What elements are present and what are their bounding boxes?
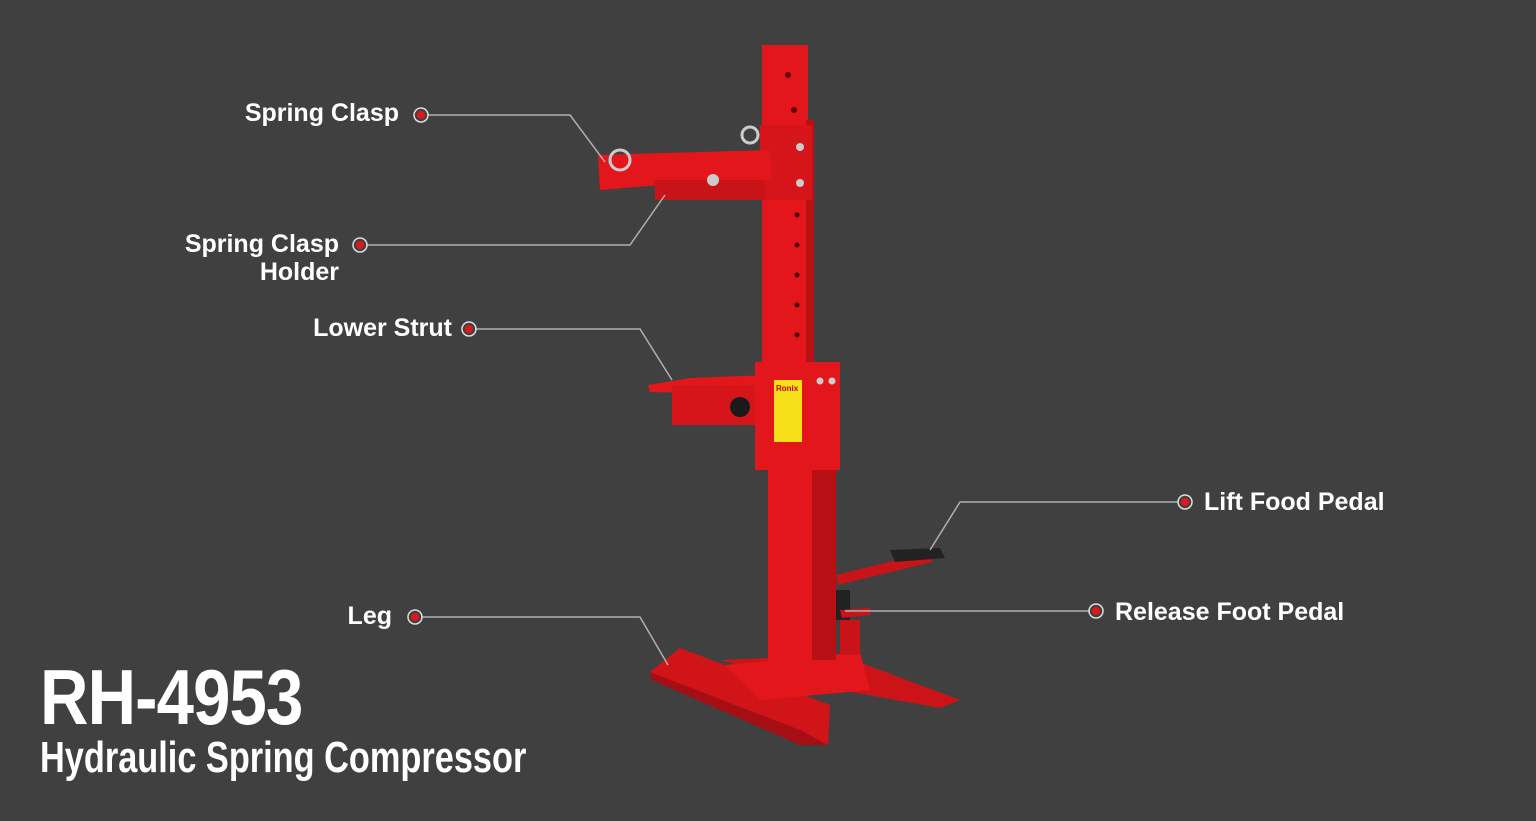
- callout-line-leg: [421, 616, 669, 666]
- spring-compressor-illustration: Ronix: [598, 45, 960, 745]
- callout-line-spring-clasp-holder: [366, 194, 666, 246]
- callout-label-lower-strut: Lower Strut: [313, 314, 452, 342]
- callout-dot-icon: [461, 321, 477, 337]
- warning-sticker: [774, 380, 802, 442]
- sticker-brand: Ronix: [776, 384, 799, 393]
- callout-dot-icon: [1088, 603, 1104, 619]
- callout-line-lower-strut: [475, 328, 673, 381]
- callout-label-lift-pedal: Lift Food Pedal: [1204, 488, 1385, 516]
- product-name: Hydraulic Spring Compressor: [40, 733, 527, 782]
- callout-label-leg: Leg: [347, 602, 392, 630]
- callout-dot-icon: [352, 237, 368, 253]
- callout-dot-icon: [1177, 494, 1193, 510]
- callout-dot-icon: [407, 609, 423, 625]
- callout-label-spring-clasp: Spring Clasp: [244, 99, 399, 127]
- callout-line-lift-pedal: [929, 501, 1179, 551]
- callout-label-release-pedal: Release Foot Pedal: [1115, 598, 1345, 626]
- model-number: RH-4953: [40, 653, 303, 741]
- callout-label-spring-clasp-holder: Spring Clasp Holder: [184, 230, 339, 286]
- callout-dot-icon: [413, 107, 429, 123]
- callout-line-spring-clasp: [427, 114, 606, 163]
- callout-dots: [352, 107, 1193, 625]
